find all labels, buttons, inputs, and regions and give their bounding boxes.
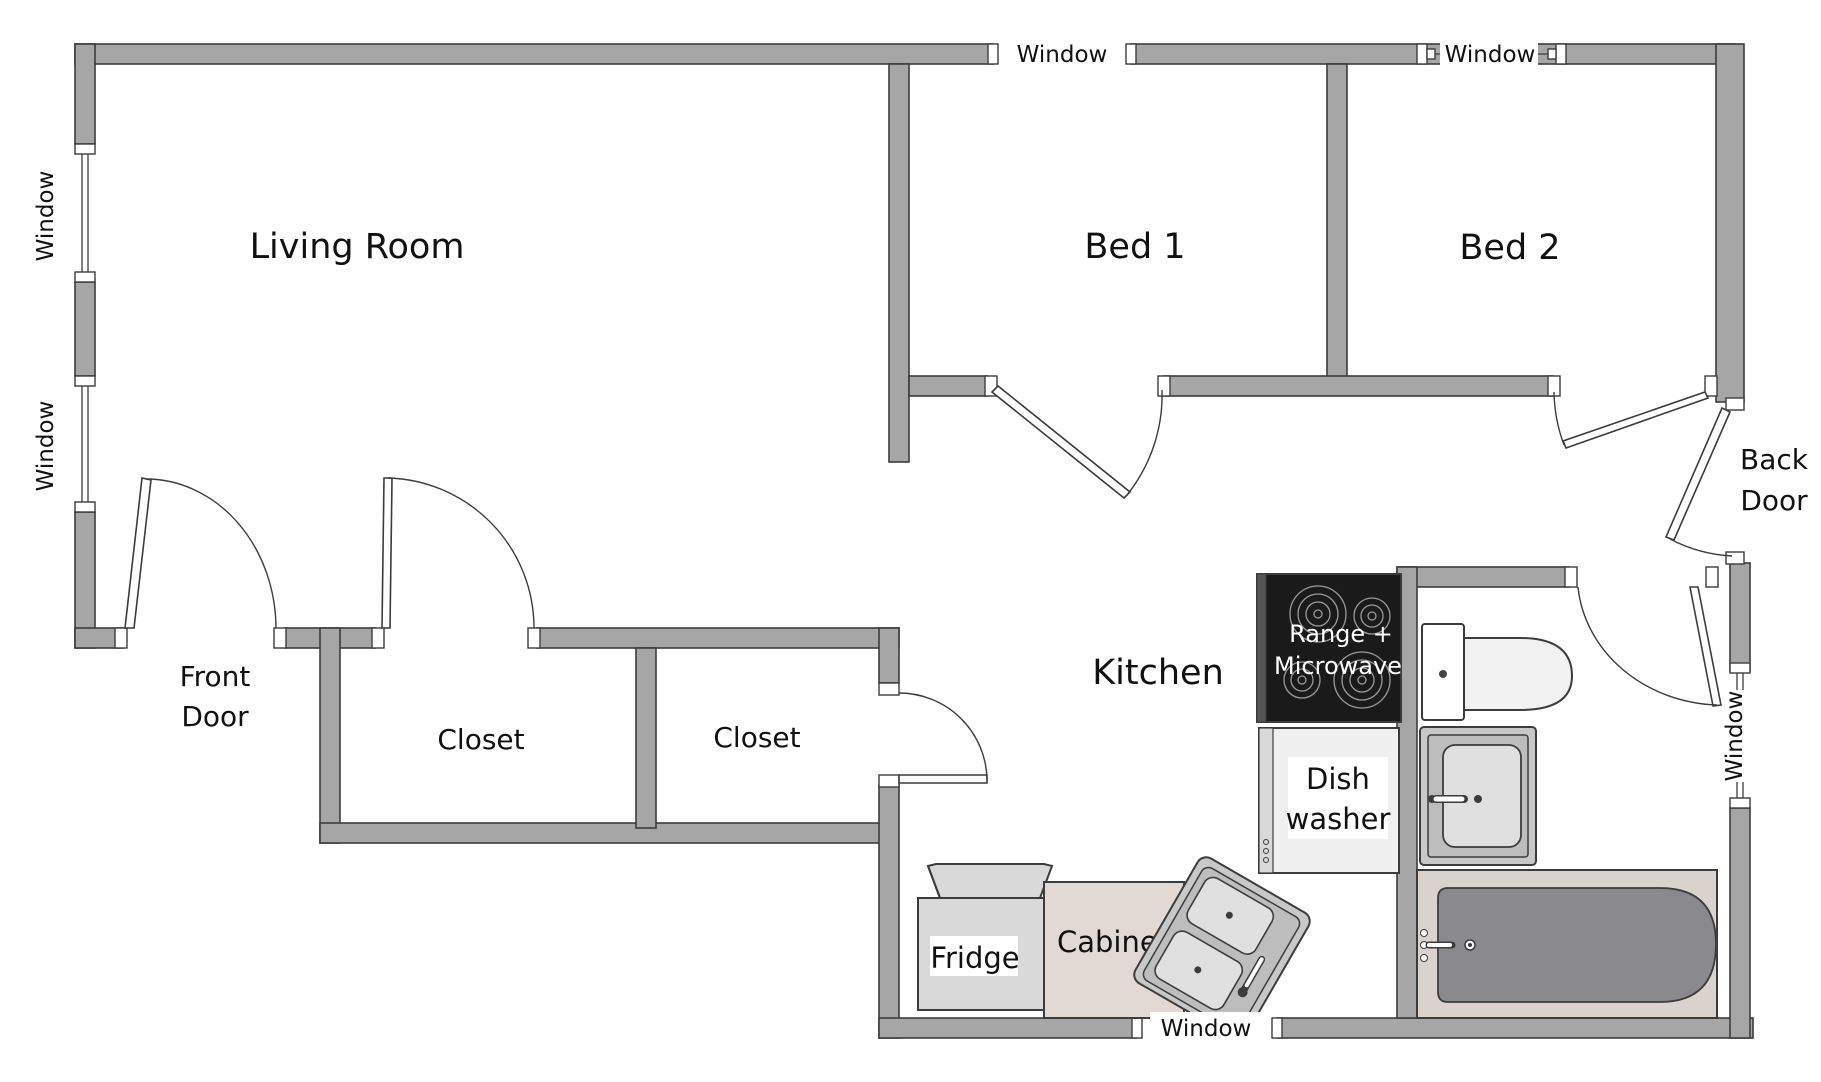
- bathtub: [1416, 869, 1718, 1019]
- bed-2-door[interactable]: [1547, 375, 1718, 450]
- kitchen-label: Kitchen: [1092, 653, 1224, 693]
- range-label-line-1: Range +: [1289, 620, 1393, 648]
- bed-2-label: Bed 2: [1459, 228, 1560, 268]
- burner-icon: [1283, 585, 1391, 709]
- window-left-lower-label: Window: [33, 401, 59, 492]
- doors: [114, 375, 1745, 788]
- back-door[interactable]: [1664, 397, 1745, 565]
- door-labels: Front Door Back Door: [180, 443, 1809, 733]
- fridge: Fridge: [917, 863, 1054, 1011]
- closet-1-label: Closet: [437, 723, 524, 756]
- front-door[interactable]: [114, 477, 287, 649]
- kitchen-sink: [1133, 856, 1311, 1040]
- closet-2-door[interactable]: [878, 682, 988, 788]
- dishwasher-label-line-2: washer: [1286, 802, 1391, 836]
- window-bottom-label: Window: [1161, 1016, 1252, 1042]
- front-door-label-line-1: Front: [180, 660, 251, 693]
- range-microwave: Range + Microwave: [1256, 573, 1402, 723]
- window-top-left: [987, 43, 1137, 65]
- bathroom-door[interactable]: [1564, 566, 1722, 707]
- toilet: [1421, 623, 1574, 721]
- range-label-line-2: Microwave: [1274, 652, 1402, 680]
- dishwasher: Dish washer: [1258, 727, 1400, 874]
- window-left-upper: [74, 143, 96, 283]
- windows: [74, 43, 1751, 1039]
- bed-1-door[interactable]: [984, 375, 1171, 500]
- window-right-label: Window: [1722, 691, 1748, 782]
- window-left-upper-label: Window: [33, 171, 59, 262]
- window-top-left-label: Window: [1017, 42, 1108, 68]
- fixtures: Range + Microwave Dish washer Fridge Cab…: [917, 573, 1718, 1040]
- fridge-label: Fridge: [930, 941, 1019, 975]
- window-left-lower: [74, 375, 96, 513]
- back-door-label-line-2: Door: [1740, 484, 1808, 517]
- living-room-label: Living Room: [250, 227, 465, 267]
- dishwasher-label-line-1: Dish: [1306, 762, 1370, 796]
- bathroom-sink: [1419, 726, 1537, 866]
- front-door-label-line-2: Door: [181, 700, 249, 733]
- window-top-right-label: Window: [1445, 42, 1536, 68]
- closet-2-label: Closet: [713, 721, 800, 754]
- room-labels: Living Room Bed 1 Bed 2 Kitchen Closet C…: [250, 227, 1561, 756]
- bed-1-label: Bed 1: [1084, 227, 1185, 267]
- back-door-label-line-1: Back: [1740, 443, 1809, 476]
- window-labels: Window Window Window Window Window Windo…: [33, 36, 1756, 1044]
- closet-1-door[interactable]: [371, 477, 541, 649]
